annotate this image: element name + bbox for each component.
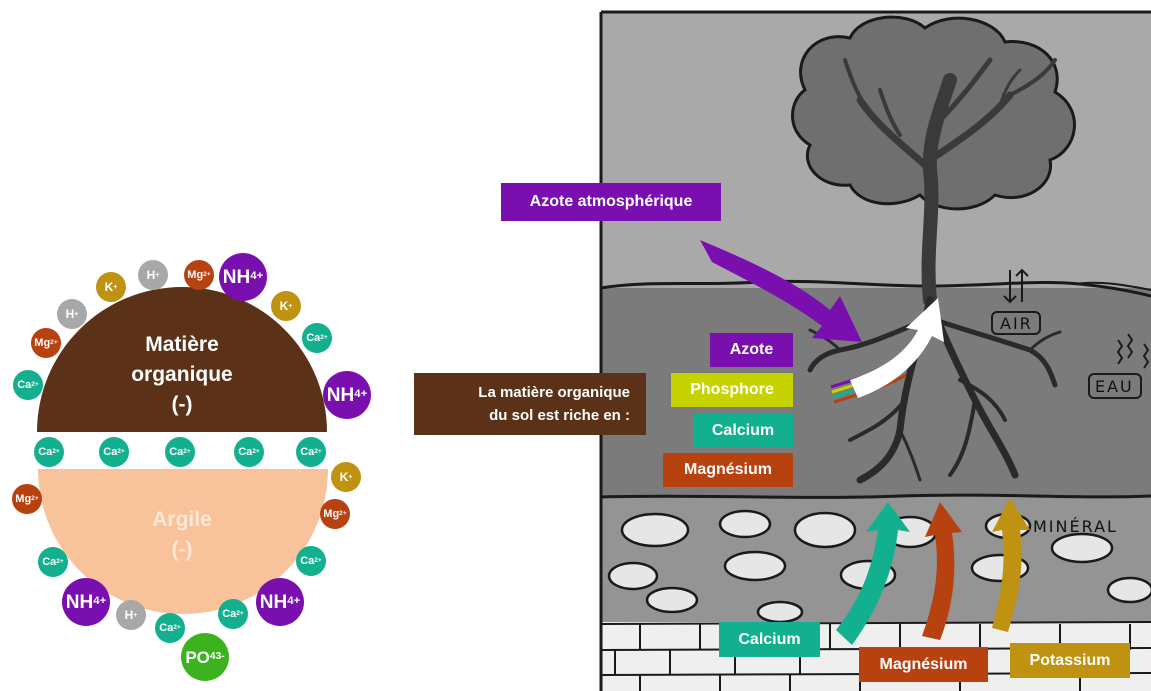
ion-symbol: H bbox=[125, 609, 134, 621]
ion-symbol: Ca bbox=[300, 447, 314, 458]
ion-mg: Mg2+ bbox=[12, 484, 42, 514]
ion-symbol: Ca bbox=[222, 609, 236, 620]
ion-charge: + bbox=[348, 473, 352, 480]
ion-charge: + bbox=[361, 389, 368, 400]
ion-symbol: Mg bbox=[34, 338, 50, 349]
ion-charge: + bbox=[155, 271, 159, 278]
ion-symbol: NH bbox=[223, 268, 250, 287]
ion-charge: 2+ bbox=[236, 611, 244, 618]
ion-charge: 2+ bbox=[173, 625, 181, 632]
ion-charge: + bbox=[133, 611, 137, 618]
ion-charge: + bbox=[288, 302, 292, 309]
ion-symbol: NH bbox=[260, 593, 287, 612]
ion-symbol: Ca bbox=[103, 447, 117, 458]
ion-symbol: NH bbox=[66, 593, 93, 612]
air-label: AIR bbox=[1000, 314, 1033, 333]
nutrient-label-calcium: Calcium bbox=[693, 414, 793, 448]
intro-line2: du sol est riche en : bbox=[430, 407, 630, 424]
ion-h: H+ bbox=[138, 260, 168, 290]
ion-symbol: Mg bbox=[323, 509, 339, 520]
magnesium-source-label: Magnésium bbox=[859, 647, 988, 682]
ion-k: K+ bbox=[96, 272, 126, 302]
nutrient-label-magnesium: Magnésium bbox=[663, 453, 793, 487]
ion-charge: 2+ bbox=[320, 335, 328, 342]
ion-symbol: Ca bbox=[42, 557, 56, 568]
ion-charge: 2+ bbox=[252, 449, 260, 456]
ion-symbol: Ca bbox=[300, 556, 314, 567]
ion-charge: 2+ bbox=[56, 559, 64, 566]
ion-nh4: NH4+ bbox=[219, 253, 267, 301]
water-label: EAU bbox=[1095, 377, 1134, 396]
ion-charge: + bbox=[100, 596, 107, 607]
ion-charge: + bbox=[257, 271, 264, 282]
intro-line1: La matière organique bbox=[430, 384, 630, 401]
ion-charge: 2+ bbox=[31, 382, 39, 389]
ion-symbol: Ca bbox=[306, 333, 320, 344]
ion-ca: Ca2+ bbox=[302, 323, 332, 353]
ion-symbol: K bbox=[105, 281, 114, 293]
ion-charge: 2+ bbox=[52, 449, 60, 456]
ion-symbol: Mg bbox=[15, 494, 31, 505]
ion-h: H+ bbox=[116, 600, 146, 630]
nitrogen-atmospheric-label: Azote atmosphérique bbox=[501, 183, 721, 221]
ion-h: H+ bbox=[57, 299, 87, 329]
ion-symbol: Ca bbox=[169, 447, 183, 458]
nutrient-label-phosphore: Phosphore bbox=[671, 373, 793, 407]
mineral-boundary bbox=[601, 495, 1151, 497]
ion-symbol: H bbox=[147, 269, 156, 281]
ion-k: K+ bbox=[271, 291, 301, 321]
ion-charge: 2+ bbox=[339, 511, 347, 518]
intro-label: La matière organique du sol est riche en… bbox=[414, 373, 646, 435]
ion-po4: PO43- bbox=[181, 633, 229, 681]
ion-symbol: Ca bbox=[17, 380, 31, 391]
ion-charge: 2+ bbox=[183, 449, 191, 456]
ion-symbol: K bbox=[280, 300, 289, 312]
ion-charge: + bbox=[294, 596, 301, 607]
ion-charge: 2+ bbox=[31, 496, 39, 503]
ion-symbol: H bbox=[66, 308, 75, 320]
ion-charge: 2+ bbox=[314, 558, 322, 565]
ion-charge: + bbox=[74, 310, 78, 317]
ion-symbol: Ca bbox=[238, 447, 252, 458]
ion-symbol: Ca bbox=[159, 623, 173, 634]
ion-symbol: Ca bbox=[38, 447, 52, 458]
mineral-label: MINÉRAL bbox=[1033, 517, 1118, 536]
ion-charge: 3- bbox=[216, 652, 225, 662]
nutrient-label-azote: Azote bbox=[710, 333, 793, 367]
calcium-source-label: Calcium bbox=[719, 622, 820, 657]
potassium-source-label: Potassium bbox=[1010, 643, 1130, 678]
ion-charge: 2+ bbox=[117, 449, 125, 456]
ion-symbol: PO bbox=[185, 649, 210, 666]
ion-charge: 2+ bbox=[203, 272, 211, 279]
ion-symbol: Mg bbox=[187, 270, 203, 281]
ion-charge: 2+ bbox=[314, 449, 322, 456]
ion-k: K+ bbox=[331, 462, 361, 492]
ion-symbol: K bbox=[340, 471, 349, 483]
ion-charge: + bbox=[113, 283, 117, 290]
ion-symbol: NH bbox=[327, 386, 354, 405]
ion-charge: 2+ bbox=[50, 340, 58, 347]
